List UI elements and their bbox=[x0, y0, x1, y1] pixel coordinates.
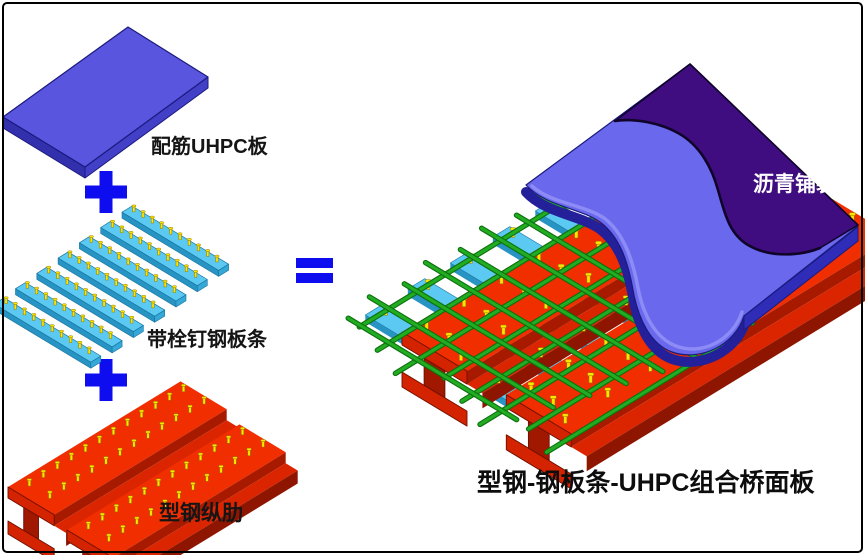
asphalt-pavement-label: 沥青铺装 bbox=[753, 173, 837, 196]
steel-ribs-label: 型钢纵肋 bbox=[159, 502, 243, 525]
figure-caption: 型钢-钢板条-UHPC组合桥面板 bbox=[477, 469, 815, 497]
steel-strips-label: 带栓钉钢板条 bbox=[147, 329, 267, 351]
uhpc-plate-label: 配筋UHPC板 bbox=[151, 136, 268, 158]
